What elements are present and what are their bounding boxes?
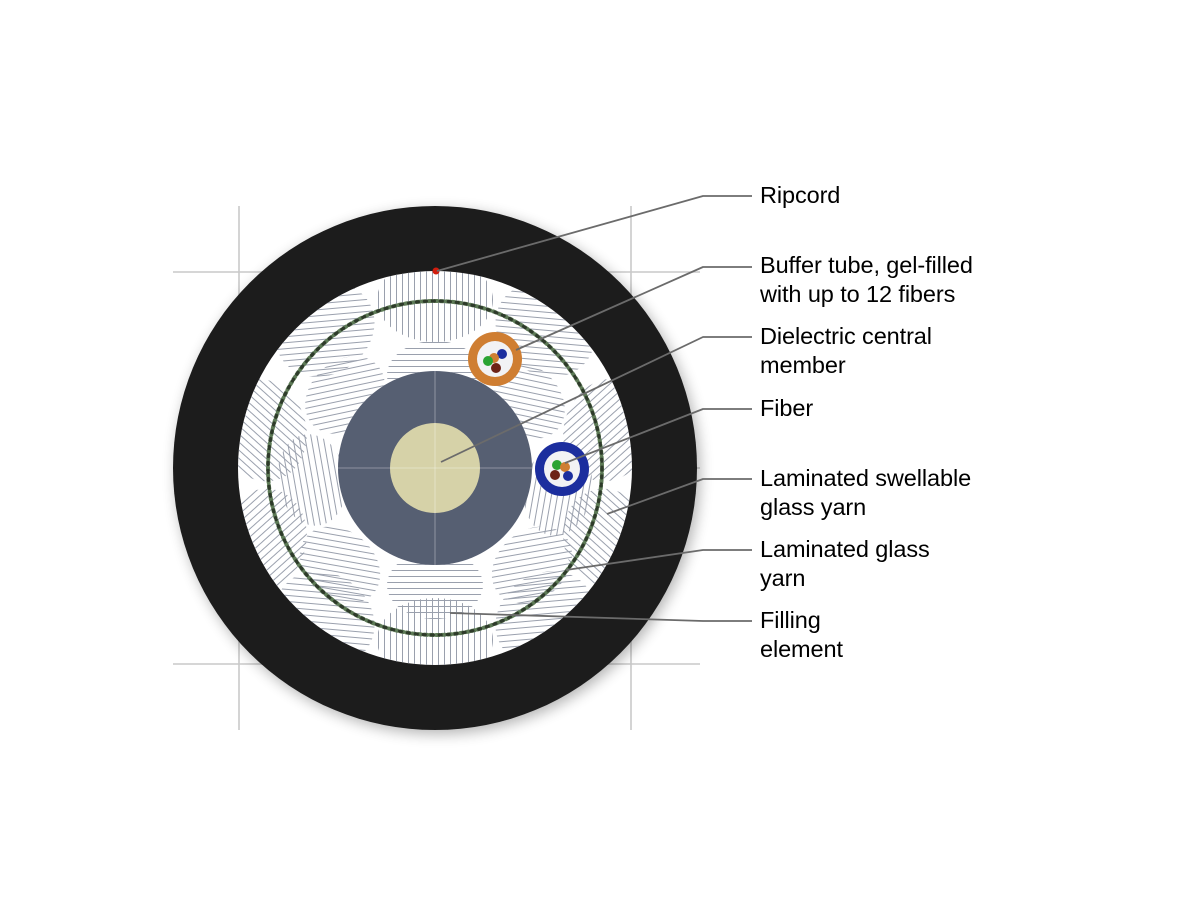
fiber-dot [552,460,562,470]
laminated-glass-yarn-speckles [266,299,604,637]
callout-label-laminated-swellable-glass-yarn: Laminated swellable glass yarn [760,465,972,520]
filling-element [299,526,381,604]
callout-label-dielectric-central-member: Dielectric central member [760,323,932,378]
leader-line-ripcord [436,195,752,272]
filling-element [277,434,347,526]
fiber-dot [483,356,493,366]
cable-assembly [173,206,697,730]
fiber-dot [563,471,573,481]
leader-line-dielectric-central-member [440,336,752,463]
callout-leader-lines [436,195,752,622]
callout-label-ripcord: Ripcord [760,182,841,208]
callout-label-fiber: Fiber [760,395,814,421]
callout-label-laminated-glass-yarn: Laminated glass yarn [760,536,930,591]
ripcord-marker[interactable] [432,267,440,275]
filling-element-group [238,271,632,665]
leader-line-fiber [564,408,752,464]
callout-label-buffer-tube: Buffer tube, gel-filled with up to 12 fi… [760,252,973,307]
filling-element [387,551,483,619]
fiber-dot [550,470,560,480]
fiber-dot [497,349,507,359]
blue-buffer-tube[interactable] [535,442,589,496]
leader-line-laminated-swellable-glass-yarn [606,478,752,515]
callout-label-filling-element: Filling element [760,607,843,662]
orange-buffer-tube[interactable] [468,332,522,386]
leader-line-filling-element [449,612,752,622]
leader-line-buffer-tube [515,266,752,351]
fiber-dot [560,462,570,472]
fiber-dot [491,363,501,373]
leader-line-laminated-glass-yarn [565,549,752,571]
filling-element [377,598,493,665]
filling-element [491,526,573,604]
gridline-overlay-center [338,371,532,565]
